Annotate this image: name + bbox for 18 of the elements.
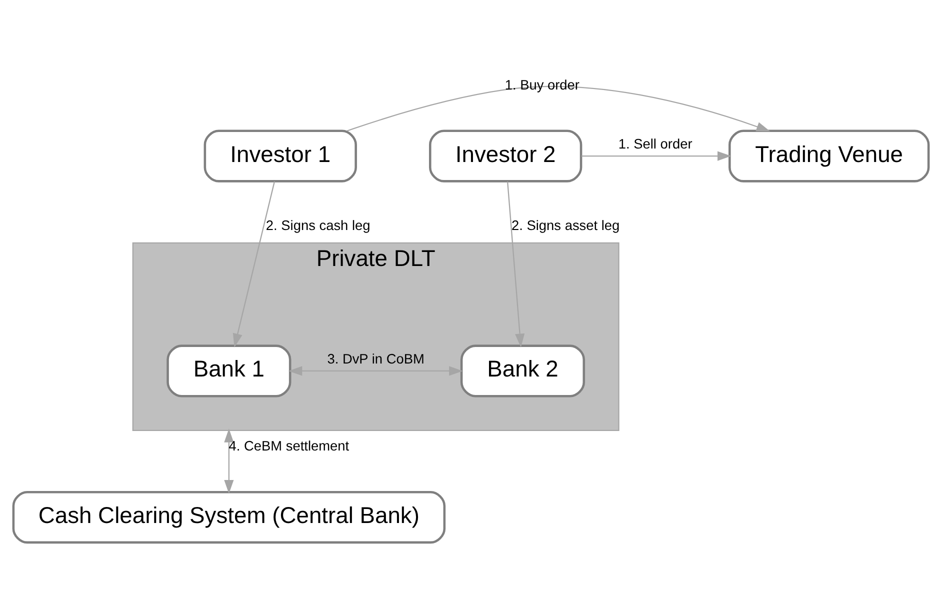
edge-label: 2. Signs asset leg xyxy=(512,217,620,232)
arrow xyxy=(224,428,234,494)
arrow xyxy=(581,150,732,160)
node-box: Cash Clearing System (Central Bank) xyxy=(12,490,446,544)
arrow xyxy=(506,181,525,347)
node-box: Investor 2 xyxy=(428,129,582,182)
edge-label: 1. Buy order xyxy=(504,76,580,92)
edge-label: 4. CeBM settlement xyxy=(228,438,350,454)
arrow xyxy=(288,366,463,376)
node-box: Bank 1 xyxy=(166,344,292,397)
node-box: Bank 2 xyxy=(460,344,586,397)
node-box: Investor 1 xyxy=(204,129,357,182)
edge-label: 2. Signs cash leg xyxy=(266,217,370,232)
arrow xyxy=(346,85,770,131)
node-box: Trading Venue xyxy=(728,129,930,182)
arrow xyxy=(232,180,276,347)
edge-label: 3. DvP in CoBM xyxy=(327,351,424,366)
edge-label: 1. Sell order xyxy=(618,136,692,152)
